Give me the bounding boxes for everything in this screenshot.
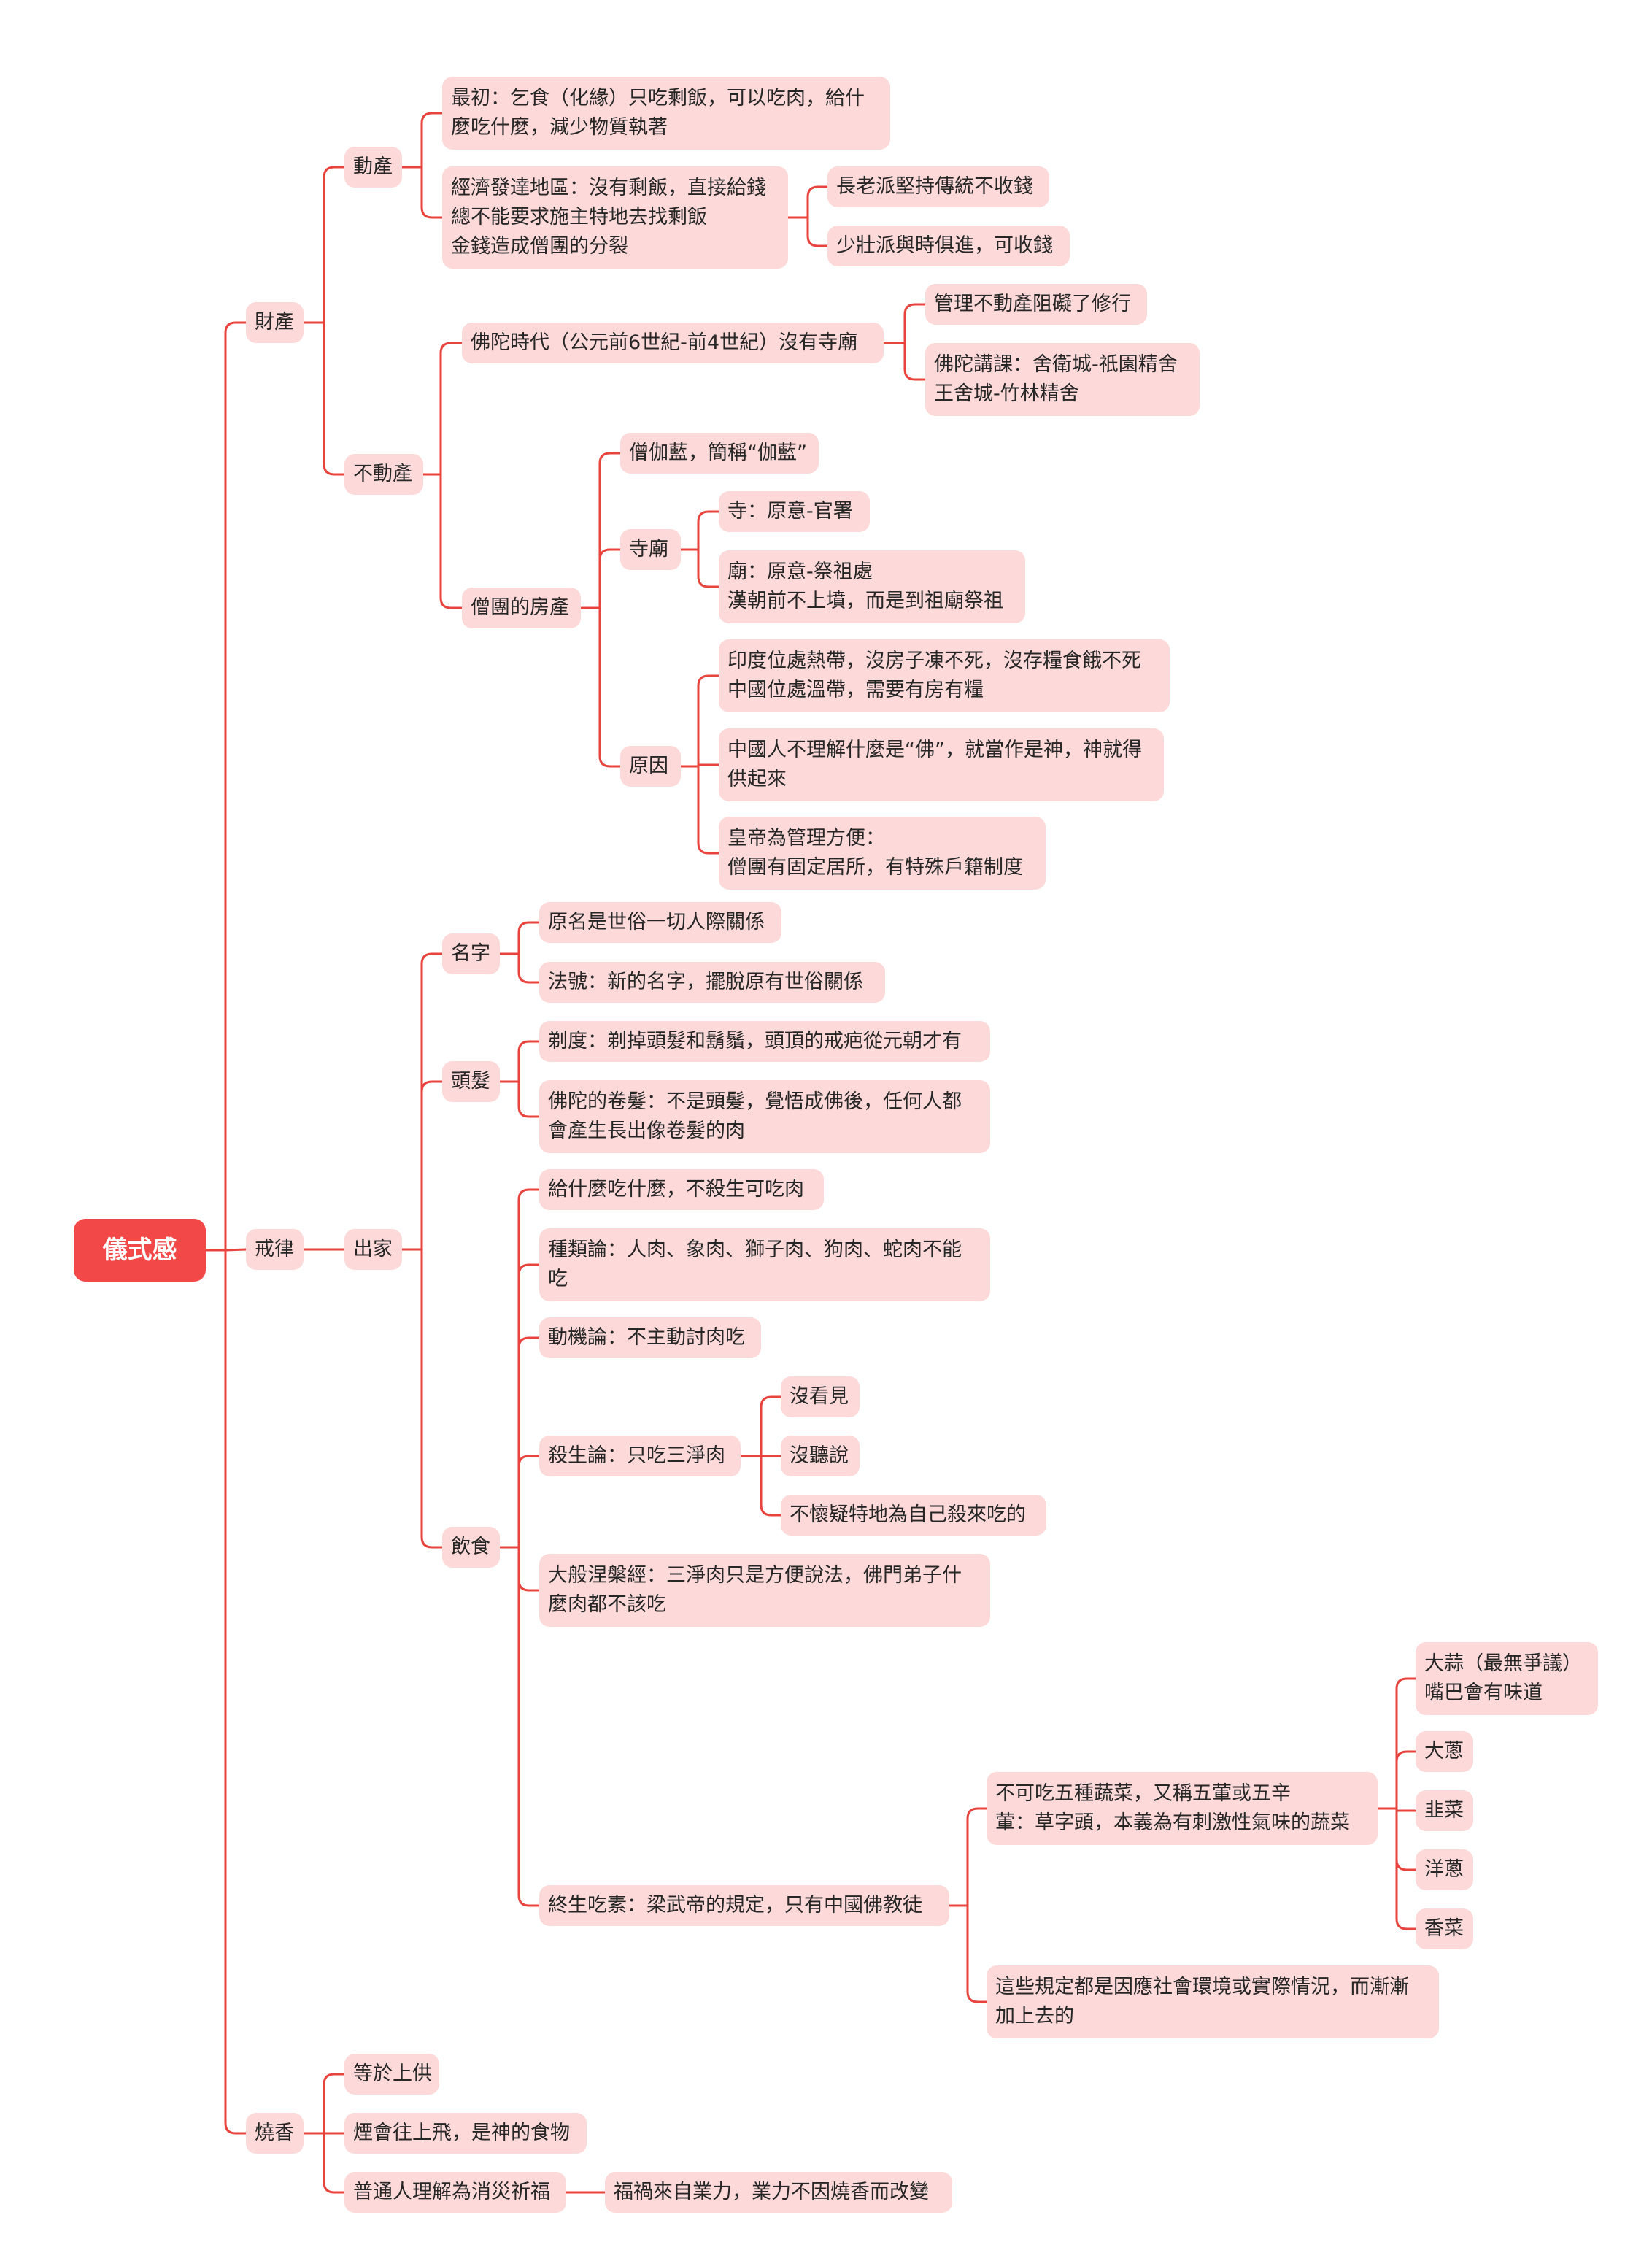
node-simiao[interactable]: 寺廟 — [620, 529, 681, 570]
node-dongji[interactable]: 動機論：不主動討肉吃 — [539, 1317, 761, 1358]
node-dasuan[interactable]: 大蒜（最無爭議） 嘴巴會有味道 — [1416, 1642, 1598, 1715]
connector-branch — [517, 1336, 541, 1549]
node-yangcong[interactable]: 洋蔥 — [1416, 1849, 1473, 1890]
connector-branch — [420, 1248, 444, 1549]
node-mei-kanjian[interactable]: 沒看見 — [781, 1376, 860, 1417]
connector-branch — [598, 548, 622, 609]
node-miao[interactable]: 廟：原意-祭祖處 漢朝前不上墳，而是到祖廟祭祖 — [719, 550, 1025, 623]
connector-branch — [598, 606, 622, 768]
connector-branch — [1395, 1750, 1417, 1810]
node-guanli[interactable]: 管理不動產阻礙了修行 — [925, 284, 1147, 325]
connector-branch — [323, 2073, 346, 2135]
connector-branch — [517, 1040, 541, 1083]
node-jiangke[interactable]: 佛陀講課：舍衛城-祇園精舍 王舍城-竹林精舍 — [925, 343, 1200, 416]
node-dongchan[interactable]: 動產 — [344, 147, 402, 188]
connector-branch — [697, 763, 720, 768]
connector-branch — [224, 321, 247, 1252]
connector-branch — [323, 166, 346, 324]
connector-branch — [598, 452, 622, 609]
node-yuanyin-2[interactable]: 中國人不理解什麼是“佛”，就當作是神，神就得 供起來 — [719, 728, 1164, 801]
connector-branch — [439, 342, 463, 476]
node-zhonglei[interactable]: 種類論：人肉、象肉、獅子肉、狗肉、蛇肉不能 吃 — [539, 1228, 990, 1301]
node-si[interactable]: 寺：原意-官署 — [719, 491, 870, 532]
connector-branch — [1395, 1807, 1417, 1812]
node-qielan[interactable]: 僧伽藍，簡稱“伽藍” — [620, 433, 819, 474]
node-yan[interactable]: 煙會往上飛，是神的食物 — [344, 2113, 587, 2154]
connector-branch — [224, 1248, 247, 1252]
node-mingzi[interactable]: 名字 — [442, 933, 500, 974]
node-bu-huaiyi[interactable]: 不懷疑特地為自己殺來吃的 — [781, 1495, 1046, 1536]
node-niepan[interactable]: 大般涅槃經：三淨肉只是方便說法，佛門弟子什 麼肉都不該吃 — [539, 1554, 990, 1627]
node-guiding[interactable]: 這些規定都是因應社會環境或實際情況，而漸漸 加上去的 — [987, 1965, 1439, 2038]
root-node[interactable]: 儀式感 — [74, 1219, 206, 1282]
node-chisu[interactable]: 終生吃素：梁武帝的規定，只有中國佛教徒 — [539, 1885, 949, 1926]
node-shaozhuang[interactable]: 少壯派與時俱進，可收錢 — [827, 226, 1070, 266]
node-juanfa[interactable]: 佛陀的卷髮：不是頭髮，覺悟成佛後，任何人都 會產生長出像卷髮的肉 — [539, 1080, 990, 1153]
connector-branch — [517, 1546, 541, 1592]
connector-branch — [903, 303, 927, 344]
connector-branch — [697, 548, 720, 588]
node-shangong[interactable]: 等於上供 — [344, 2054, 439, 2095]
node-yuanyin-1[interactable]: 印度位處熱帶，沒房子凍不死，沒存糧食餓不死 中國位處溫帶，需要有房有糧 — [719, 639, 1170, 712]
connector-branch — [517, 921, 541, 955]
connector-branch — [760, 1395, 782, 1457]
connector-branch — [1395, 1677, 1417, 1810]
connector-branch — [966, 1807, 988, 1907]
connector-branch — [517, 1455, 541, 1549]
connector-branch — [966, 1904, 988, 2003]
node-shasheng[interactable]: 殺生論：只吃三淨肉 — [539, 1436, 741, 1476]
node-fotuo-shidai[interactable]: 佛陀時代（公元前6世紀-前4世紀）沒有寺廟 — [462, 323, 884, 363]
connector-branch — [1395, 1807, 1417, 1930]
node-fangchan[interactable]: 僧團的房產 — [462, 588, 581, 628]
connector-branch — [323, 321, 346, 476]
connector-branch — [806, 216, 829, 247]
connector-branch — [420, 1080, 444, 1251]
node-fahao[interactable]: 法號：新的名字，擺脫原有世俗關係 — [539, 962, 885, 1003]
node-xiangcai[interactable]: 香菜 — [1416, 1908, 1473, 1949]
node-yinshi[interactable]: 飲食 — [442, 1527, 500, 1568]
node-jiucai[interactable]: 韭菜 — [1416, 1790, 1473, 1831]
node-yeli[interactable]: 福禍來自業力，業力不因燒香而改變 — [605, 2172, 952, 2213]
node-yuanyin-3[interactable]: 皇帝為管理方便： 僧團有固定居所，有特殊戶籍制度 — [719, 817, 1046, 890]
connector-branch — [224, 1249, 247, 2135]
node-xiaozai[interactable]: 普通人理解為消災祈福 — [344, 2172, 566, 2213]
node-jielv[interactable]: 戒律 — [246, 1229, 304, 1270]
connector-branch — [439, 473, 463, 609]
connector-branch — [1395, 1807, 1417, 1871]
node-mei-tingshuo[interactable]: 沒聽說 — [781, 1436, 860, 1476]
node-caichan[interactable]: 財產 — [246, 302, 304, 343]
connector-branch — [517, 1546, 541, 1907]
node-dongchan-1[interactable]: 最初：乞食（化緣）只吃剩飯，可以吃肉，給什 麼吃什麼，減少物質執著 — [442, 77, 890, 150]
connector-branch — [517, 952, 541, 984]
connector-branch — [760, 1455, 782, 1517]
connector-branch — [323, 2132, 346, 2194]
node-yuanyin[interactable]: 原因 — [620, 746, 681, 787]
node-yinshi-1[interactable]: 給什麼吃什麼，不殺生可吃肉 — [539, 1169, 824, 1210]
node-toufa[interactable]: 頭髮 — [442, 1061, 500, 1102]
connector-branch — [806, 185, 829, 219]
connector-branch — [517, 1263, 541, 1549]
connector-branch — [903, 342, 927, 381]
node-chujia[interactable]: 出家 — [344, 1229, 402, 1270]
node-budongchan[interactable]: 不動產 — [344, 454, 423, 495]
node-zhanglao[interactable]: 長老派堅持傳統不收錢 — [827, 166, 1049, 207]
connector-branch — [420, 166, 444, 219]
node-dongchan-2[interactable]: 經濟發達地區：沒有剩飯，直接給錢 總不能要求施主特地去找剩飯 金錢造成僧團的分裂 — [442, 166, 788, 269]
connector-branch — [420, 112, 444, 169]
node-shaoxiang[interactable]: 燒香 — [246, 2113, 304, 2154]
node-yuanming[interactable]: 原名是世俗一切人際關係 — [539, 902, 781, 943]
node-tidu[interactable]: 剃度：剃掉頭髮和鬍鬚，頭頂的戒疤從元朝才有 — [539, 1021, 990, 1062]
connector-branch — [697, 510, 720, 551]
connector-branch — [517, 1080, 541, 1118]
connector-branch — [420, 952, 444, 1251]
connector-branch — [517, 1188, 541, 1549]
node-wuhun[interactable]: 不可吃五種蔬菜，又稱五葷或五辛 葷：草字頭，本義為有刺激性氣味的蔬菜 — [987, 1772, 1378, 1845]
connector-branch — [697, 765, 720, 855]
node-dacong[interactable]: 大蔥 — [1416, 1731, 1473, 1772]
connector-branch — [697, 674, 720, 768]
